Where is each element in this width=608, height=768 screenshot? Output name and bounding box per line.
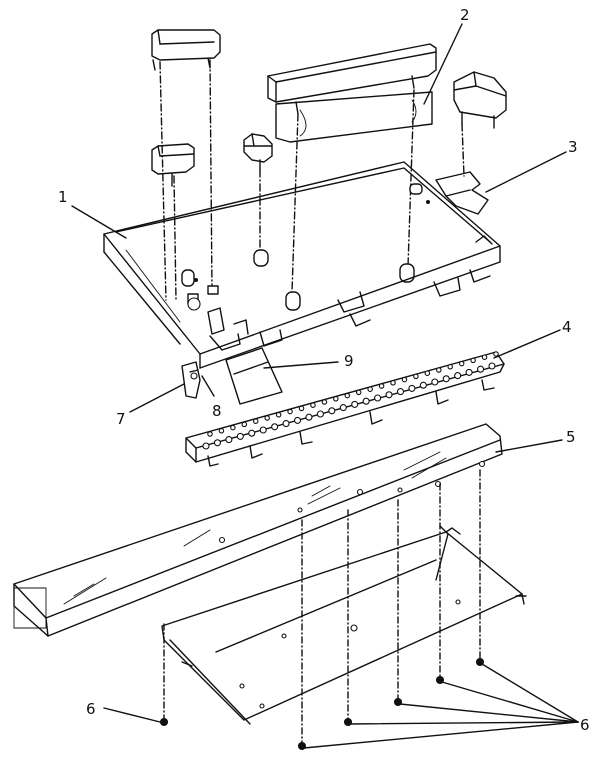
callout-9: 9 [344,352,354,370]
left-top-keycap [151,29,221,71]
callout-6-left: 6 [86,700,96,718]
callout-2: 2 [460,6,470,24]
left-small-keycap [151,143,195,187]
callout-7: 7 [116,410,126,428]
callout-1: 1 [58,188,68,206]
center-top-keycap [267,43,437,115]
pc-board [13,423,503,637]
stabilizer-sheet [275,91,433,143]
bottom-plate [161,525,527,725]
alignment-lines [159,59,465,301]
flex-tab [225,347,283,405]
posts [181,183,430,311]
base-frame [103,161,501,399]
callout-5: 5 [566,428,576,446]
right-top-keycap [453,71,507,129]
callouts: 1 2 3 4 5 6 6 7 8 9 [58,6,590,734]
callout-8: 8 [212,402,222,420]
screw-lines [163,469,481,745]
callout-4: 4 [562,318,572,336]
callout-6-right: 6 [580,716,590,734]
center-small-keycap [243,133,273,171]
support-plate-holes [202,351,499,450]
callout-3: 3 [568,138,578,156]
leader-lines [71,23,579,749]
